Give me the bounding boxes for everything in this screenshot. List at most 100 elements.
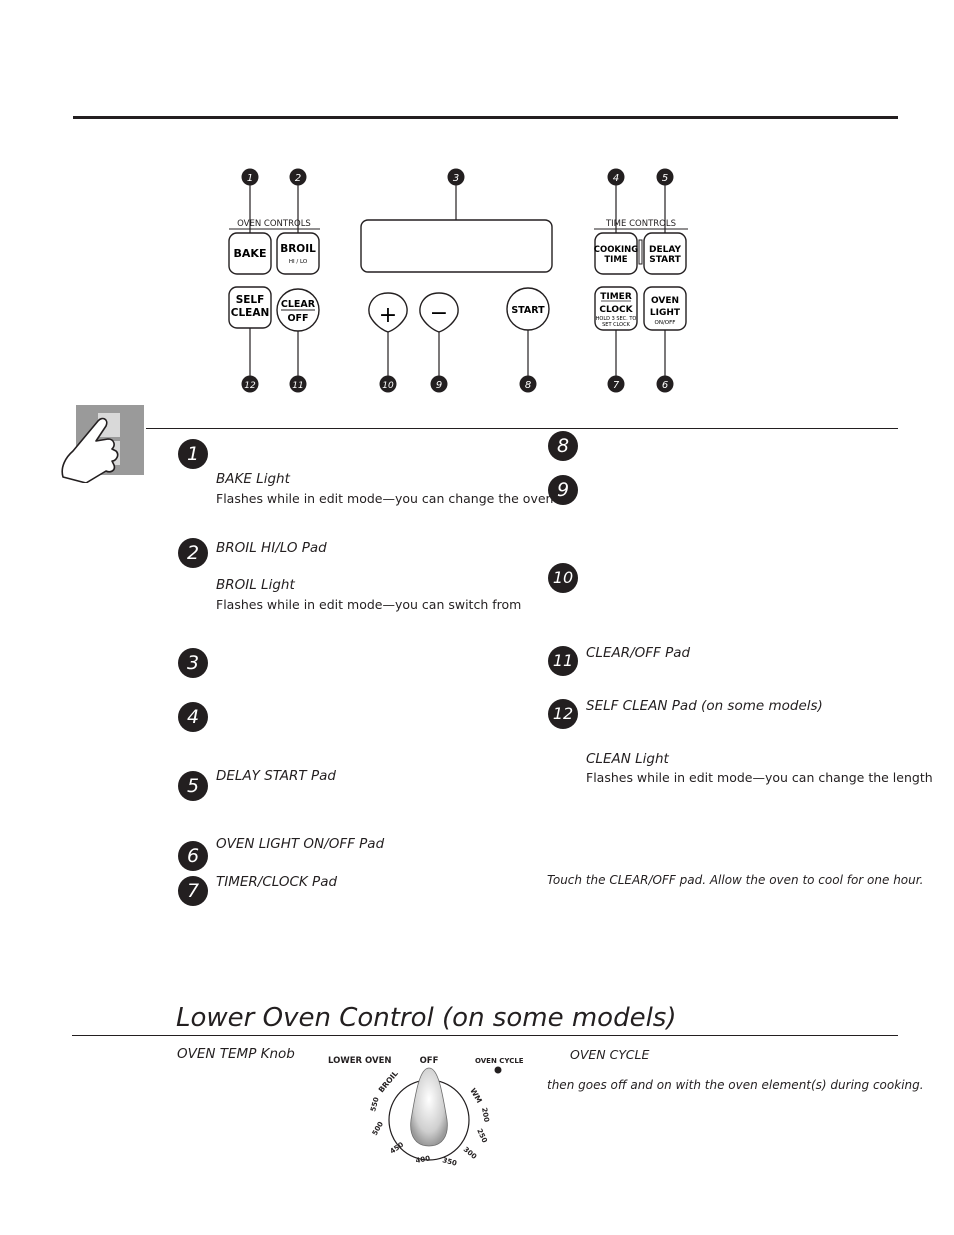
- oven-cycle-indicator-light: [494, 1066, 502, 1074]
- plus-icon: +: [379, 303, 397, 328]
- clear-off-note: Touch the CLEAR/OFF pad. Allow the oven …: [547, 873, 924, 887]
- callout-2-label: 2: [295, 173, 301, 184]
- display-window: [360, 219, 553, 273]
- dial-tick-200: 200: [480, 1107, 490, 1123]
- timer-clock-pad[interactable]: TIMER CLOCK HOLD 3 SEC. TO SET CLOCK: [594, 286, 638, 331]
- callout-4: [607, 168, 625, 186]
- touch-pad-hand-icon: [61, 405, 144, 483]
- item-number-11: 11: [548, 646, 578, 676]
- self-label: SELF: [236, 294, 265, 306]
- lower-oven-heading: Lower Oven Control (on some models): [176, 1003, 677, 1033]
- start-pad[interactable]: START: [506, 287, 550, 331]
- oven-cycle-title: OVEN CYCLE: [570, 1047, 650, 1062]
- callout-4-label: 4: [613, 173, 619, 184]
- dial-tick-250: 250: [475, 1127, 488, 1144]
- dial-tick-300: 300: [462, 1145, 478, 1161]
- callout-11-label: 11: [292, 381, 303, 391]
- minus-pad[interactable]: −: [419, 292, 459, 333]
- dial-oven-cycle-label: OVEN CYCLE: [475, 1057, 524, 1065]
- item-number-12: 12: [548, 699, 578, 729]
- timer-clock-title: TIMER/CLOCK Pad: [216, 874, 338, 890]
- time-controls-label: TIME CONTROLS: [605, 219, 676, 229]
- item-number-8: 8: [548, 431, 578, 461]
- plus-pad[interactable]: +: [368, 292, 408, 333]
- minus-icon: −: [430, 301, 448, 326]
- callouts-bottom: 12 11 10 9 8 7 6: [241, 375, 674, 393]
- top-rule: [73, 116, 898, 119]
- clear-off-pad[interactable]: CLEAR OFF: [276, 288, 320, 332]
- bake-label: BAKE: [234, 247, 267, 260]
- cooking-time-pad[interactable]: COOKING TIME: [594, 232, 639, 275]
- item-number-10: 10: [548, 563, 578, 593]
- oven-cycle-text: then goes off and on with the oven eleme…: [547, 1078, 924, 1092]
- broil-sub-label: HI / LO: [289, 259, 308, 265]
- callout-6: [656, 375, 674, 393]
- time-label: TIME: [604, 255, 627, 265]
- broil-pad-title: BROIL HI/LO Pad: [216, 540, 327, 556]
- dial-broil-label: BROIL: [377, 1069, 400, 1094]
- lower-oven-rule: [72, 1035, 898, 1036]
- dial-tick-350: 350: [441, 1156, 457, 1168]
- clean-light-title: CLEAN Light: [586, 751, 669, 767]
- callout-3-label: 3: [453, 173, 459, 184]
- callout-11: [289, 375, 307, 393]
- broil-light-text: Flashes while in edit mode—you can switc…: [216, 597, 522, 612]
- dial-tick-500: 500: [371, 1120, 385, 1137]
- callout-5: [656, 168, 674, 186]
- clear-label: CLEAR: [281, 299, 316, 310]
- dial-tick-550: 550: [369, 1096, 381, 1112]
- broil-pad[interactable]: BROIL HI / LO: [276, 232, 320, 275]
- start-label: START: [511, 305, 545, 316]
- light-label: LIGHT: [650, 308, 681, 318]
- item-number-3: 3: [178, 648, 208, 678]
- control-panel-diagram: 1 2 3 4 5 12 11 10 9 8 7 6 OVEN CONTROLS…: [228, 168, 688, 393]
- item-number-5: 5: [178, 771, 208, 801]
- callout-1: [241, 168, 259, 186]
- callout-10-label: 10: [382, 381, 394, 391]
- oven-temp-dial[interactable]: LOWER OVEN OFF OVEN CYCLE BROIL WM 550 5…: [320, 1050, 530, 1175]
- oven-label: OVEN: [651, 296, 679, 306]
- item-number-6: 6: [178, 841, 208, 871]
- dial-lower-oven-label: LOWER OVEN: [328, 1056, 392, 1066]
- item-number-1: 1: [178, 439, 208, 469]
- light-sub-label: ON/OFF: [655, 320, 676, 326]
- bake-pad[interactable]: BAKE: [228, 232, 272, 275]
- delay-start-pad[interactable]: DELAY START: [643, 232, 687, 275]
- oven-temp-knob-title: OVEN TEMP Knob: [177, 1046, 295, 1062]
- delay-start-label: START: [649, 255, 681, 265]
- broil-light-title: BROIL Light: [216, 577, 295, 593]
- callout-9-label: 9: [436, 380, 442, 391]
- broil-label: BROIL: [280, 243, 316, 255]
- clean-light-text: Flashes while in edit mode—you can chang…: [586, 770, 933, 785]
- callout-8: [519, 375, 537, 393]
- callout-12: [241, 375, 259, 393]
- item-number-2: 2: [178, 538, 208, 568]
- callout-12-label: 12: [244, 381, 256, 391]
- delay-label: DELAY: [649, 245, 681, 255]
- section-rule: [146, 428, 898, 429]
- dial-off-label: OFF: [420, 1056, 439, 1066]
- clock-sub-label-1: HOLD 3 SEC. TO: [596, 316, 637, 322]
- cooking-label: COOKING: [594, 245, 639, 255]
- timer-label: TIMER: [600, 292, 632, 302]
- oven-light-pad[interactable]: OVEN LIGHT ON/OFF: [643, 286, 687, 331]
- callout-7-label: 7: [613, 380, 620, 391]
- clear-off-title: CLEAR/OFF Pad: [586, 645, 691, 661]
- self-clean-pad[interactable]: SELF CLEAN: [228, 286, 272, 329]
- dial-pointer-knob: [410, 1067, 448, 1147]
- dial-wm-label: WM: [468, 1087, 484, 1105]
- delay-start-title: DELAY START Pad: [216, 768, 336, 784]
- oven-light-title: OVEN LIGHT ON/OFF Pad: [216, 836, 385, 852]
- callout-1-label: 1: [247, 173, 253, 184]
- self-clean-title: SELF CLEAN Pad (on some models): [586, 698, 823, 714]
- clean-label: CLEAN: [231, 307, 269, 319]
- item-number-4: 4: [178, 702, 208, 732]
- clock-sub-label-2: SET CLOCK: [602, 322, 631, 328]
- dial-tick-400: 400: [415, 1155, 431, 1165]
- callout-5-label: 5: [662, 173, 668, 184]
- bake-light-text: Flashes while in edit mode—you can chang…: [216, 491, 554, 506]
- oven-controls-label: OVEN CONTROLS: [237, 219, 311, 229]
- bake-light-title: BAKE Light: [216, 471, 290, 487]
- off-label: OFF: [287, 313, 308, 324]
- item-number-7: 7: [178, 876, 208, 906]
